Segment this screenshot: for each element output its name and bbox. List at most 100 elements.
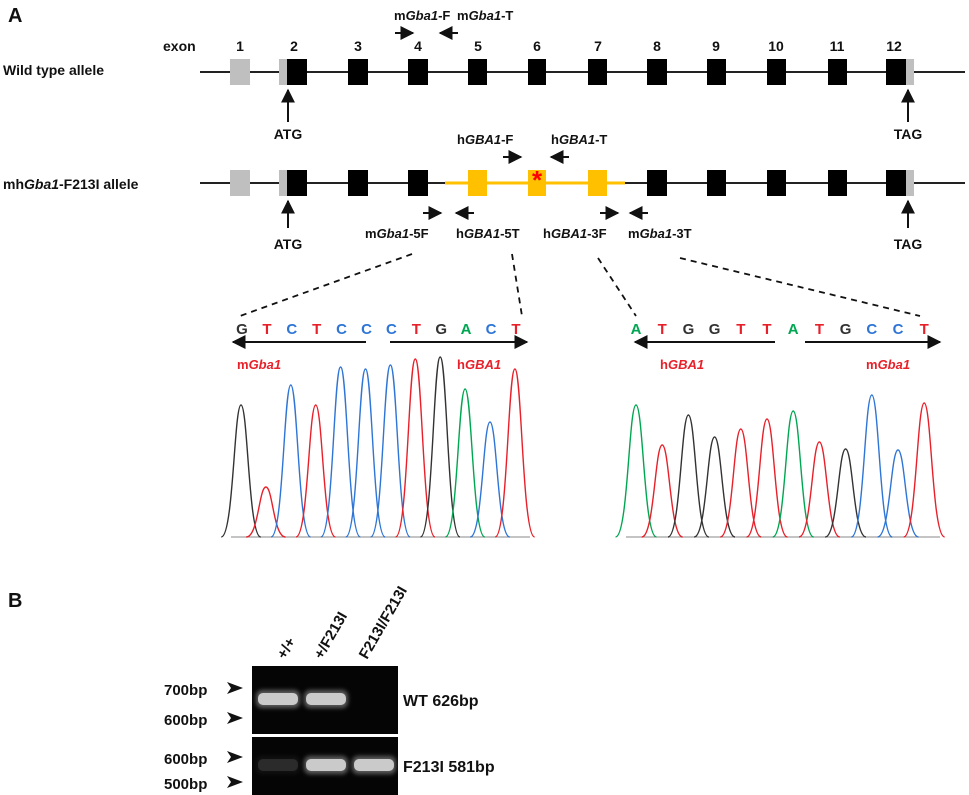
gel-bands — [256, 690, 396, 774]
sequence-base: T — [312, 321, 321, 338]
exon-3 — [348, 59, 368, 85]
trace-peak — [772, 410, 815, 538]
sequence-base: C — [893, 321, 904, 338]
tag-label-wt: TAG — [894, 126, 923, 142]
sequence-base: T — [815, 321, 824, 338]
exon-number: 12 — [886, 38, 902, 54]
exon-number: 8 — [653, 38, 661, 54]
mutant-allele-label: mhGba1-F213I allele — [3, 176, 139, 192]
exon-8 — [647, 170, 667, 196]
panel-b-label: B — [8, 590, 22, 612]
sequence-base: A — [631, 321, 642, 338]
mutant-exons — [230, 170, 914, 196]
sequence-base: T — [920, 321, 929, 338]
exon-7 — [588, 59, 607, 85]
marker-top-lower: 600bp — [164, 712, 207, 729]
primer-hgba1-3f: hGBA1-3F — [543, 226, 607, 241]
sequence-base: T — [262, 321, 271, 338]
exon-number: 4 — [414, 38, 422, 54]
sequence-base: G — [236, 321, 248, 338]
trace-peak — [270, 384, 312, 538]
marker-bottom-lower: 500bp — [164, 776, 207, 793]
exon-number: 3 — [354, 38, 362, 54]
trace-peak — [444, 388, 486, 538]
gel-lane-label: +/F213I — [311, 609, 351, 662]
sequence-base: C — [336, 321, 347, 338]
primer-mgba1-f: mGba1-F — [394, 8, 450, 23]
sequence-base: T — [736, 321, 745, 338]
primer-mgba1-t: mGba1-T — [457, 8, 513, 23]
sequence-base: G — [683, 321, 695, 338]
trace-peak — [345, 368, 386, 538]
exon-2 — [287, 170, 307, 196]
marker-bottom-upper: 600bp — [164, 751, 207, 768]
gel-lane-label: +/+ — [274, 635, 300, 662]
trace-peak — [320, 366, 361, 538]
exon-12-utr — [906, 170, 914, 196]
label-3prime-human: hGBA1 — [660, 357, 704, 372]
trace-peak — [394, 358, 436, 538]
exon-9 — [707, 170, 726, 196]
marker-arrowheads — [227, 682, 243, 788]
sequence-base: G — [435, 321, 447, 338]
sequence-base: G — [709, 321, 721, 338]
exon-number: 10 — [768, 38, 784, 54]
exon-8 — [647, 59, 667, 85]
exon-2-utr — [279, 170, 287, 196]
sequence-base: G — [840, 321, 852, 338]
panel-a-label: A — [8, 5, 22, 27]
sequence-base: T — [412, 321, 421, 338]
sequence-base: A — [461, 321, 472, 338]
primer-mgba1-5f: mGba1-5F — [365, 226, 429, 241]
exon-header: exon — [163, 38, 196, 54]
trace-peak — [693, 436, 736, 538]
exon-number: 11 — [830, 38, 845, 54]
exon-1-utr — [230, 170, 250, 196]
trace-peak — [720, 428, 762, 538]
exon-9 — [707, 59, 726, 85]
exon-3 — [348, 170, 368, 196]
trace-peak — [798, 441, 841, 538]
exon-number: 6 — [533, 38, 541, 54]
wt-band-label: WT 626bp — [403, 693, 479, 710]
exon-11 — [828, 170, 847, 196]
exon-10 — [767, 59, 786, 85]
trace-peak — [295, 404, 337, 538]
exon-4 — [408, 59, 428, 85]
sequence-base: C — [486, 321, 497, 338]
trace-peak — [641, 444, 683, 538]
wild-type-label: Wild type allele — [3, 62, 104, 78]
mutation-asterisk: * — [532, 165, 543, 195]
trace-peak — [370, 364, 411, 538]
exon-number: 5 — [474, 38, 482, 54]
sequence-base: C — [866, 321, 877, 338]
label-5prime-mouse: mGba1 — [237, 357, 281, 372]
exon-2 — [287, 59, 307, 85]
trace-peak — [667, 414, 710, 538]
exon-12 — [886, 170, 906, 196]
trace-peak — [494, 368, 536, 538]
exon-10 — [767, 170, 786, 196]
sequence-base: C — [386, 321, 397, 338]
wild-type-exons — [230, 59, 914, 85]
atg-label-wt: ATG — [274, 126, 303, 142]
primer-hgba1-t: hGBA1-T — [551, 132, 607, 147]
mutant-band-label: F213I 581bp — [403, 759, 495, 776]
gel-band — [258, 759, 298, 771]
exon-number: 1 — [236, 38, 244, 54]
zoom-lines — [239, 253, 921, 317]
sequence-base: C — [361, 321, 372, 338]
trace-peak — [469, 421, 511, 538]
marker-top-upper: 700bp — [164, 682, 207, 699]
trace-peak — [245, 486, 286, 538]
chromatogram-3prime — [614, 394, 946, 538]
exon-5 — [468, 59, 487, 85]
trace-peak — [877, 449, 919, 538]
chromatogram-5prime — [220, 356, 536, 538]
exon-12-utr — [906, 59, 914, 85]
exon-1-utr — [230, 59, 250, 85]
sequence-base: T — [658, 321, 667, 338]
